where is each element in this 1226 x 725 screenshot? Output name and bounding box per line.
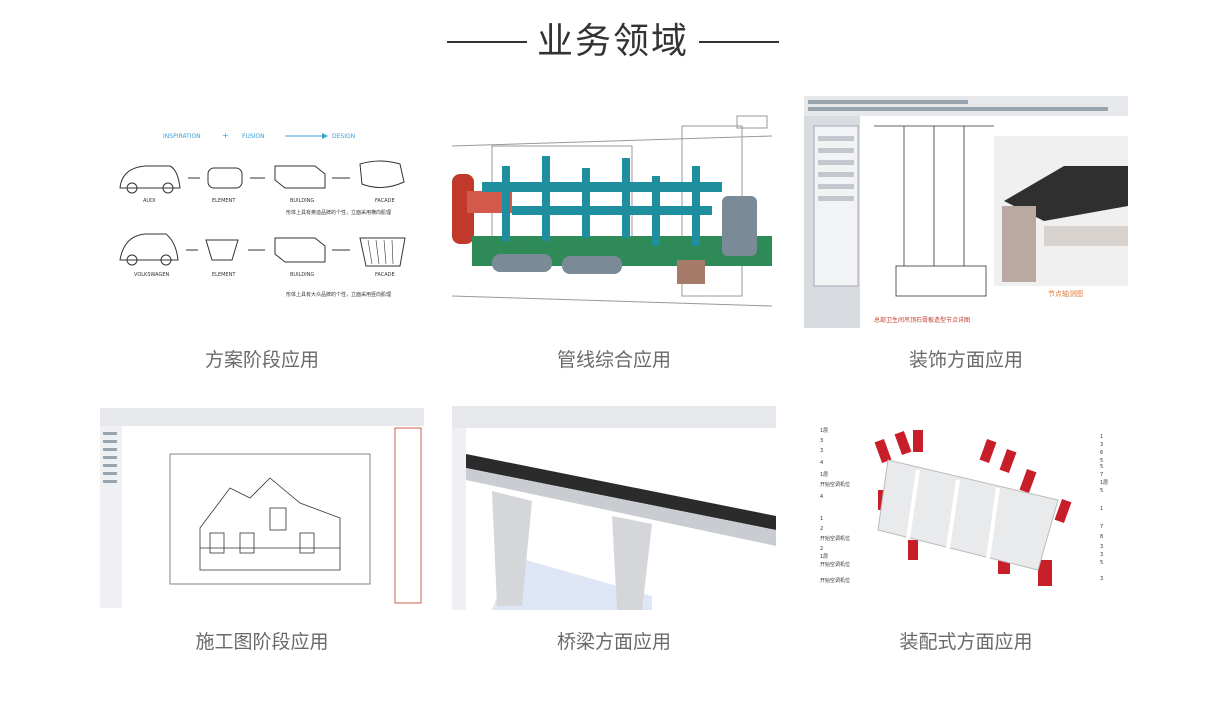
fusion-label: FUSION — [242, 133, 265, 140]
left-label-3: 4 — [820, 460, 823, 466]
scheme-stage-image[interactable]: INSPIRATION + FUSION DESIGN AUDI ELEMENT… — [100, 96, 424, 328]
node-axonometric-label: 节点轴测图 — [1048, 289, 1083, 298]
bridge-image[interactable] — [452, 406, 776, 610]
left-label-2: 3 — [820, 448, 823, 454]
title-rule-left — [446, 41, 527, 43]
inspiration-label: INSPIRATION — [163, 133, 201, 140]
note-volkswagen: 形体上具有大众品牌的个性，立面采用竖向肌理 — [286, 291, 391, 298]
left-label-9: 开始空调机位 — [820, 535, 850, 542]
note-audi: 形体上具有奥迪品牌的个性，立面采用横向肌理 — [286, 209, 391, 216]
facade-label-1: FACADE — [375, 198, 395, 204]
section-title: 业务领域 — [536, 21, 689, 62]
left-label-12: 开始空调机位 — [820, 561, 850, 568]
building-label-2: BUILDING — [290, 272, 314, 278]
left-label-0: 1层 — [820, 428, 828, 434]
plus-label: + — [222, 131, 229, 140]
right-label-11: 3 — [1100, 544, 1103, 550]
left-label-13: 开始空调机位 — [820, 577, 850, 584]
left-label-4: 1层 — [820, 472, 828, 478]
element-label-2: ELEMENT — [212, 272, 236, 278]
pipeline-image[interactable] — [452, 96, 776, 328]
title-rule-right — [699, 41, 779, 43]
caption-decoration[interactable]: 装饰方面应用 — [908, 349, 1023, 371]
left-label-11: 1层 — [820, 554, 828, 560]
left-label-6: 4 — [820, 494, 823, 500]
decoration-image[interactable]: 节点轴测图 总部卫生间吊顶石膏板造型节点详图 — [804, 96, 1128, 328]
caption-bridge[interactable]: 桥梁方面应用 — [556, 631, 671, 653]
volkswagen-label: VOLKSWAGEN — [134, 272, 170, 278]
element-label-1: ELEMENT — [212, 198, 236, 204]
right-label-0: 1 — [1100, 434, 1103, 440]
audi-label: AUDI — [143, 198, 155, 204]
section-header: 业务领域 — [0, 18, 1226, 66]
construction-drawing-image[interactable] — [100, 408, 424, 608]
left-label-1: 3 — [820, 438, 823, 444]
left-label-8: 2 — [820, 526, 823, 532]
right-label-7: 5 — [1100, 488, 1103, 494]
left-label-10: 2 — [820, 546, 823, 552]
caption-prefab[interactable]: 装配式方面应用 — [899, 631, 1033, 653]
right-label-10: 8 — [1100, 534, 1103, 540]
right-label-5: 7 — [1100, 472, 1103, 478]
caption-construction-drawing[interactable]: 施工图阶段应用 — [195, 631, 329, 653]
right-label-3: 5 — [1100, 458, 1103, 464]
design-label: DESIGN — [332, 133, 355, 140]
caption-pipeline[interactable]: 管线综合应用 — [556, 349, 671, 371]
right-label-14: 3 — [1100, 576, 1103, 582]
left-label-5: 开始空调机位 — [820, 481, 850, 488]
node-detail-footer: 总部卫生间吊顶石膏板造型节点详图 — [874, 316, 970, 324]
right-label-4: 5 — [1100, 464, 1103, 470]
right-label-12: 3 — [1100, 552, 1103, 558]
left-label-7: 1 — [820, 516, 823, 522]
right-label-2: 6 — [1100, 450, 1103, 456]
prefab-image[interactable]: 1层 3 3 4 1层 开始空调机位 4 1 2 开始空调机位 2 1层 开始空… — [818, 420, 1118, 596]
right-label-13: 5 — [1100, 560, 1103, 566]
right-label-9: 7 — [1100, 524, 1103, 530]
facade-label-2: FACADE — [375, 272, 395, 278]
building-label-1: BUILDING — [290, 198, 314, 204]
right-label-6: 1层 — [1100, 480, 1108, 486]
right-label-8: 1 — [1100, 506, 1103, 512]
caption-scheme-stage[interactable]: 方案阶段应用 — [204, 349, 319, 371]
right-label-1: 3 — [1100, 442, 1103, 448]
